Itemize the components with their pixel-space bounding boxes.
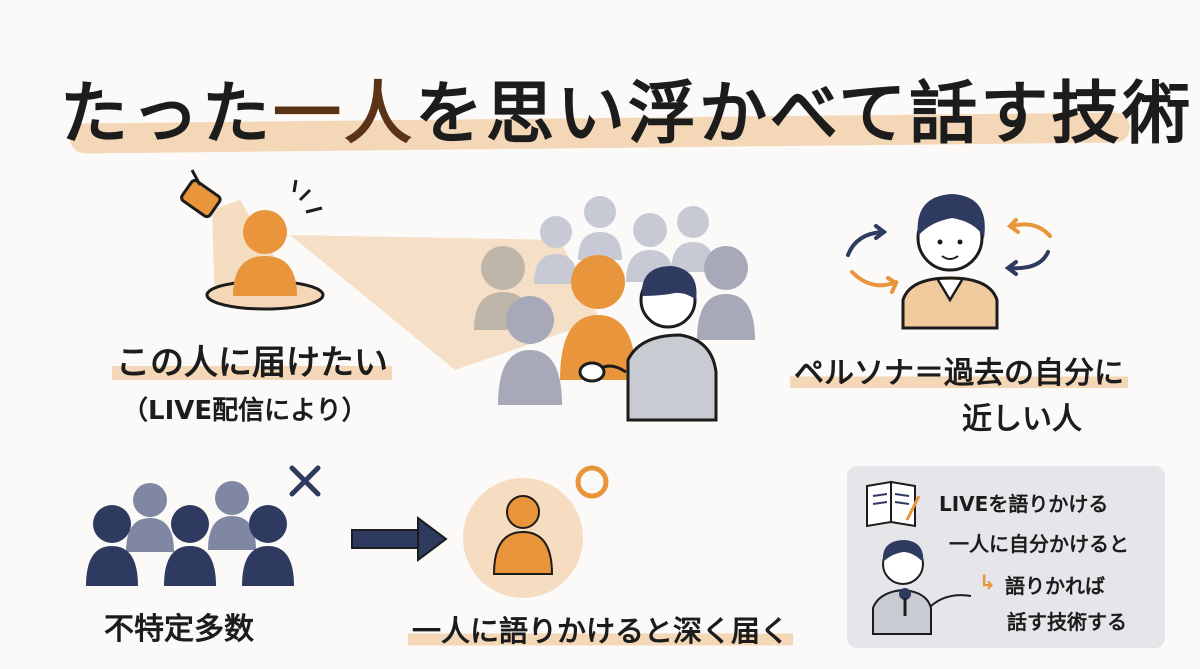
- title-part-2: を思い浮かべて話す技術: [415, 75, 1194, 154]
- panel-line4: 話す技術する: [1007, 610, 1127, 634]
- title-accent: 一人: [273, 75, 416, 154]
- spotlight-sublabel: （LIVE配信により）: [122, 396, 368, 426]
- speaker-person-icon: [578, 266, 718, 422]
- single-label: 一人に語りかけると深く届く: [408, 608, 794, 650]
- tips-panel: LIVEを語りかける 一人に自分かけると ↳ 語りかれば 話す技術する: [847, 466, 1165, 648]
- audience-crowd-icon: [474, 196, 755, 405]
- panel-line2: 一人に自分かけると: [949, 532, 1129, 556]
- spotlight-label: この人に届けたい: [112, 335, 392, 384]
- cycle-arrows-icon: [846, 218, 1052, 294]
- spotlight-person-icon: [205, 179, 325, 311]
- presenter-icon: [872, 540, 972, 635]
- circle-mark-icon: [575, 465, 609, 499]
- book-icon: [866, 480, 921, 528]
- cross-mark-icon: [289, 465, 321, 497]
- title-part-1: たった: [60, 75, 274, 154]
- page-title: たった一人を思い浮かべて話す技術: [60, 58, 1190, 157]
- persona-label-line2: 近しい人: [962, 402, 1082, 437]
- panel-illustrations: [866, 480, 972, 635]
- single-person-icon: [463, 478, 583, 598]
- panel-arrow-icon: ↳: [979, 570, 996, 594]
- unspecified-crowd-icon: [86, 481, 294, 586]
- panel-line1: LIVEを語りかける: [939, 492, 1109, 516]
- crowd-label: 不特定多数: [104, 612, 254, 647]
- target-person-icon: [560, 255, 636, 380]
- persona-portrait-icon: [901, 194, 999, 330]
- persona-label-line1: ペルソナ＝過去の自分に: [790, 348, 1128, 392]
- title-block: たった一人を思い浮かべて話す技術: [60, 40, 1190, 160]
- right-arrow-icon: [351, 516, 448, 562]
- panel-line3: 語りかれば: [1005, 574, 1105, 598]
